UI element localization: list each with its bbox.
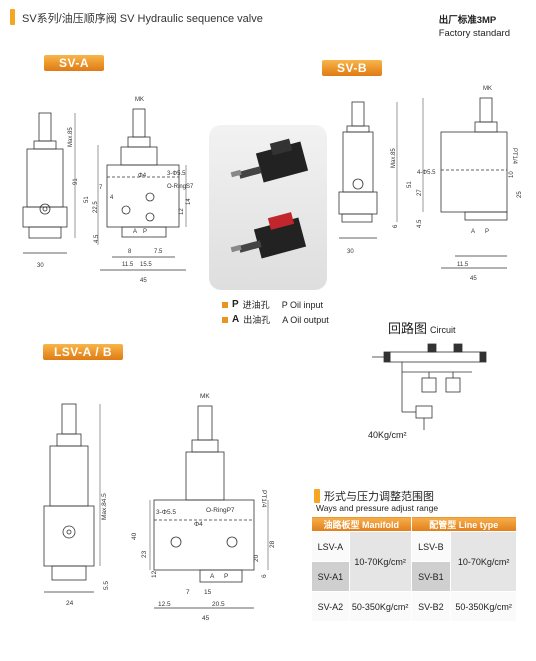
line-type-header: 配管型 Line type [410, 516, 518, 532]
dim-lsv-6: 6 [261, 574, 268, 578]
dim-sva-30: 30 [37, 263, 44, 269]
dim-sva-4-5: 4.5 [94, 234, 100, 243]
port-p-label-sva: P [143, 229, 147, 235]
model-sv-b2: SV-B2 [410, 591, 452, 622]
lsv-drawing: 24 Max.84.5 5.5 MK 40 23 12 12.5 20.5 45… [43, 393, 276, 622]
legend-square-icon [222, 301, 228, 308]
dim-sva-22-5: 22.5 [93, 201, 99, 213]
dim-sva-45: 45 [140, 278, 147, 284]
ways-title: 形式与压力调整范围图 [314, 488, 434, 504]
dim-svb-pt14: PT1/4 [511, 148, 517, 165]
manifold-header: 油路板型 Manifold [311, 516, 412, 532]
dim-sva-max85: Max.85 [68, 127, 74, 147]
dim-svb-4-5: 4.5 [417, 219, 423, 228]
model-sv-b1: SV-B1 [410, 561, 452, 592]
model-sv-a2: SV-A2 [311, 591, 350, 622]
mk-label-b: MK [483, 86, 492, 92]
product-photo [209, 125, 327, 290]
dim-sva-oring: O-RingS7 [167, 184, 194, 190]
dim-svb-6: 6 [393, 224, 399, 228]
port-p-label-lsv: P [224, 573, 228, 580]
dim-svb-51: 51 [407, 181, 413, 188]
dim-sva-7-5: 7.5 [154, 249, 163, 255]
dim-lsv-max845: Max.84.5 [101, 493, 108, 520]
dim-lsv-24: 24 [66, 600, 74, 607]
dim-lsv-5-5: 5.5 [103, 581, 110, 590]
dim-lsv-7: 7 [186, 589, 190, 596]
dim-lsv-12-5: 12.5 [158, 601, 171, 608]
dim-sva-15-5: 15.5 [140, 262, 152, 268]
dim-lsv-12: 12 [151, 570, 158, 578]
valve-photo-illustration [230, 138, 309, 259]
dim-sva-91: 91 [73, 178, 79, 185]
dim-lsv-pt14: PT1/4 [260, 490, 267, 508]
sv-a-drawing: 30 91 Max.85 MK Φ4 3-Φ5.5 O-RingS7 7 22.… [22, 97, 194, 284]
pressure-range-table: 油路板型 Manifold 配管型 Line type LSV-A 10-70K… [311, 516, 518, 622]
dim-lsv-3phi55: 3-Φ5.5 [156, 509, 176, 516]
range-high-manifold: 50-350Kg/cm² [348, 591, 412, 622]
dim-svb-4phi55: 4-Φ5.5 [417, 170, 436, 176]
range-high-line: 50-350Kg/cm² [450, 591, 517, 622]
dim-lsv-15: 15 [204, 589, 212, 596]
legend-a: A 出油孔 A Oil output [222, 313, 329, 326]
dim-svb-30: 30 [347, 249, 354, 255]
dim-svb-45: 45 [470, 276, 477, 282]
dim-svb-max85: Max.85 [391, 148, 397, 168]
dim-sva-8: 8 [128, 249, 132, 255]
model-sv-a1: SV-A1 [311, 561, 350, 592]
legend-square-icon [222, 316, 228, 323]
factory-standard: 出厂标准3MP Factory standard [439, 14, 510, 40]
factory-standard-cn: 出厂标准3MP [438, 15, 497, 26]
range-low-line: 10-70Kg/cm² [450, 531, 517, 592]
dim-sva-14: 14 [186, 198, 192, 205]
dim-sva-4: 4 [110, 195, 114, 201]
dim-lsv-40: 40 [131, 532, 138, 540]
mk-label-a: MK [135, 97, 144, 103]
port-p-label-svb: P [485, 229, 489, 235]
circuit-pressure: 40Kg/cm² [368, 430, 407, 440]
dim-lsv-45: 45 [202, 615, 210, 622]
port-legend: P 进油孔 P Oil input A 出油孔 A Oil output [222, 298, 329, 326]
dim-lsv-28: 28 [269, 540, 276, 548]
range-low-manifold: 10-70Kg/cm² [348, 531, 412, 592]
dim-lsv-20: 20 [253, 554, 260, 562]
dim-sva-11-5: 11.5 [122, 262, 134, 268]
sv-b-drawing: 30 Max.85 MK 4-Φ5.5 PT1/4 27 51 6 4.5 10… [338, 86, 523, 282]
dim-sva-51: 51 [84, 196, 90, 203]
factory-standard-en: Factory standard [438, 28, 510, 39]
legend-p: P 进油孔 P Oil input [222, 298, 329, 311]
dim-sva-12: 12 [179, 208, 185, 215]
circuit-diagram [372, 343, 487, 430]
dim-sva-phi4: Φ4 [138, 173, 147, 179]
sv-b-label: SV-B [322, 60, 382, 76]
dim-sva-7: 7 [99, 185, 103, 191]
model-lsv-b: LSV-B [410, 531, 452, 562]
ways-subtitle: Ways and pressure adjust range [316, 503, 439, 513]
port-a-label-sva: A [133, 229, 137, 235]
port-a-label-svb: A [471, 229, 475, 235]
dim-svb-11-5: 11.5 [457, 262, 469, 268]
dim-svb-25: 25 [517, 191, 523, 198]
dim-lsv-23: 23 [141, 550, 148, 558]
dim-svb-27: 27 [417, 189, 423, 196]
dim-sva-3phi55: 3-Φ5.5 [167, 171, 186, 177]
section-marker-icon [314, 489, 320, 503]
page-title: SV系列/油压顺序阀 SV Hydraulic sequence valve [22, 13, 263, 25]
sv-a-label: SV-A [44, 55, 104, 71]
lsv-label: LSV-A / B [43, 344, 123, 360]
dim-svb-10: 10 [509, 171, 515, 178]
model-lsv-a: LSV-A [311, 531, 350, 562]
dim-lsv-oring: O-RingP7 [206, 507, 235, 514]
mk-label-lsv: MK [200, 393, 210, 400]
dim-lsv-phi4: Φ4 [194, 521, 203, 528]
dim-lsv-20-5: 20.5 [212, 601, 225, 608]
port-a-label-lsv: A [210, 573, 215, 580]
header-accent-bar [10, 9, 15, 25]
